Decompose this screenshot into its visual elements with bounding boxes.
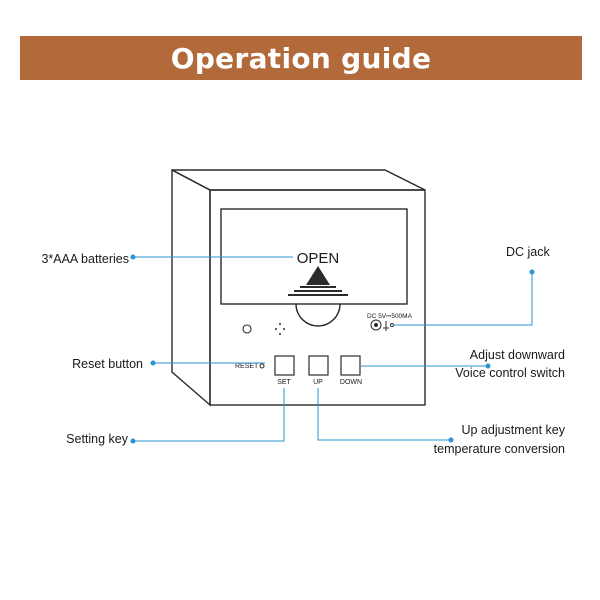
reset-button[interactable] [259, 363, 265, 369]
reset-callout-dot [150, 360, 156, 366]
device-side-face [171, 168, 211, 407]
adjust-down-callout-dot [485, 363, 491, 369]
header-banner: Operation guide [20, 36, 582, 80]
device-top-face [171, 169, 426, 191]
voice-control-label: Voice control switch [455, 366, 565, 380]
adjust-down-label: Adjust downward [469, 348, 565, 362]
up-button[interactable] [308, 355, 329, 376]
setting-callout-dot [130, 438, 136, 444]
up-button-label: UP [313, 379, 323, 386]
down-button-label: DOWN [340, 379, 362, 386]
down-button[interactable] [340, 355, 361, 376]
open-arrow-icon [288, 266, 348, 296]
up-callout-line [317, 388, 451, 441]
microphone-icon [275, 323, 285, 335]
sensor-icon [242, 324, 252, 334]
up-callout-dot [448, 437, 454, 443]
setting-callout-line [133, 388, 285, 442]
device-front-face [209, 189, 426, 406]
reset-label: RESET [235, 363, 259, 370]
dc-jack-callout-line [393, 272, 533, 326]
page-title: Operation guide [170, 41, 432, 75]
dc-jack-callout-dot [529, 269, 535, 275]
batteries-label: 3*AAA batteries [41, 252, 129, 266]
temperature-conversion-label: temperature conversion [433, 442, 565, 456]
set-button[interactable] [274, 355, 295, 376]
power-spec-label: DC 5V⎓500MA [367, 313, 413, 320]
compartment-latch [295, 303, 341, 327]
open-label: OPEN [297, 250, 340, 267]
set-button-label: SET [277, 379, 291, 386]
batteries-callout-dot [130, 254, 136, 260]
dc-jack-icon [370, 319, 394, 331]
up-adjustment-label: Up adjustment key [461, 423, 565, 437]
dc-jack-label: DC jack [506, 245, 550, 259]
reset-button-label: Reset button [72, 357, 143, 371]
setting-key-label: Setting key [66, 432, 128, 446]
